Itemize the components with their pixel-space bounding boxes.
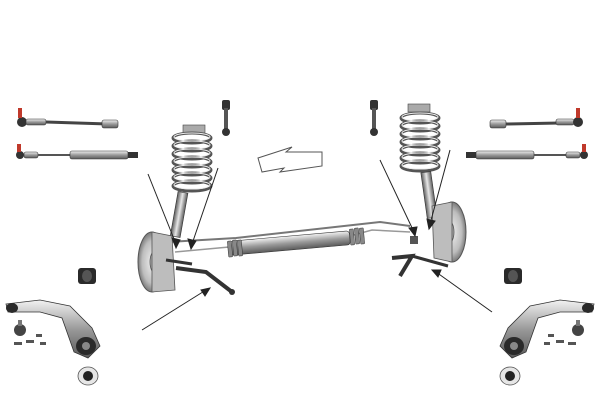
coil-spring-left: [171, 124, 213, 193]
tie-rod-left-upper: [17, 108, 119, 129]
bushing-left: [78, 268, 96, 284]
shock-absorber-left: [169, 191, 189, 238]
steering-rack: [167, 220, 411, 258]
coil-spring-right: [399, 103, 441, 173]
tie-rod-left-lower: [16, 144, 138, 160]
ball-joint-left: [14, 320, 46, 345]
mount-left: [77, 366, 99, 386]
stabilizer-link-right: [370, 100, 378, 136]
ball-joint-right: [544, 320, 584, 345]
bushing-right: [504, 268, 522, 284]
lower-link-right: [391, 236, 449, 278]
tie-rod-right-upper: [489, 108, 583, 129]
control-arm-right: [499, 299, 595, 359]
mount-right: [499, 366, 521, 386]
pointer-lines: [141, 149, 493, 331]
stabilizer-link-left: [222, 100, 230, 136]
direction-arrow: [257, 146, 323, 173]
brake-disc-right: [431, 201, 467, 263]
tie-rod-right-lower: [466, 144, 588, 160]
brake-disc-left: [137, 231, 176, 293]
control-arm-left: [5, 299, 101, 359]
lower-link-left: [165, 258, 235, 295]
